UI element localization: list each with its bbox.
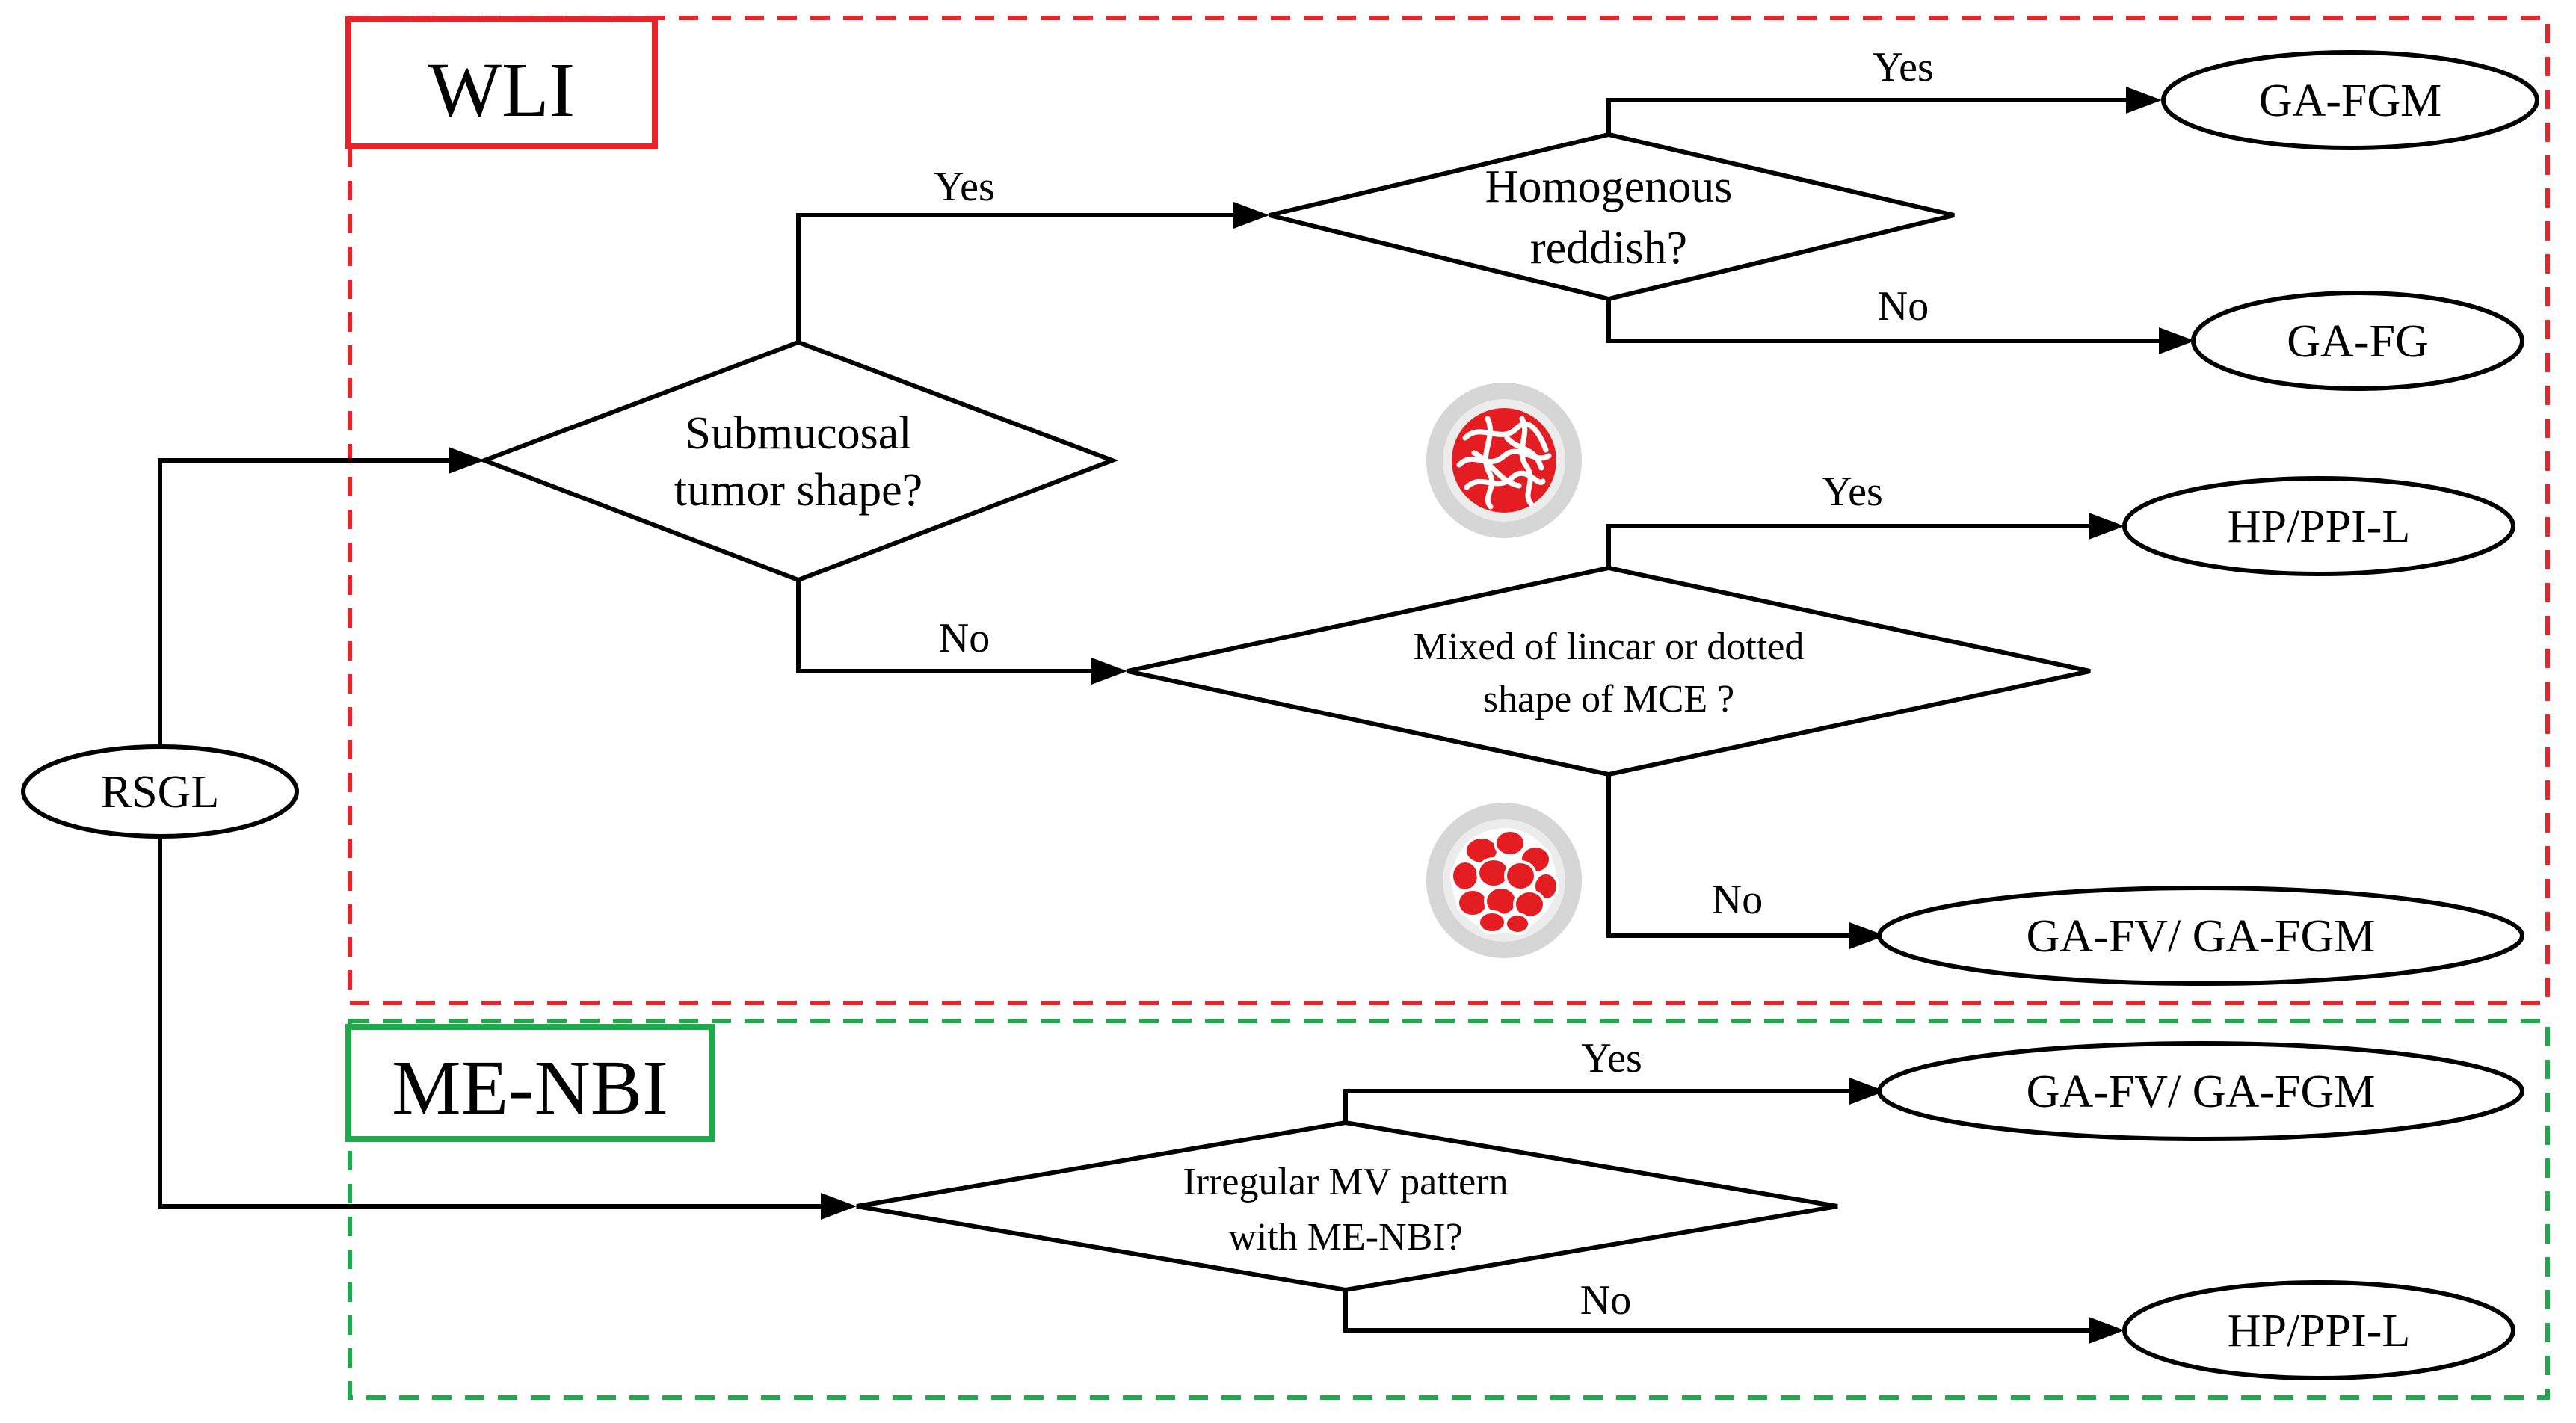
wli-label: WLI [428, 47, 575, 133]
edge-label-submucosal-no: No [939, 615, 990, 661]
homogenous-label-line1: Homogenous [1485, 161, 1733, 212]
mixed-label-line2: shape of MCE ? [1483, 678, 1734, 720]
wli-section-frame [348, 16, 2550, 1005]
rsgl-start-node [21, 744, 299, 839]
outcome-ga-fv-ga-fgm-menbi-label: GA-FV/ GA-FGM [2027, 1067, 2376, 1117]
edge-label-irregular-no: No [1580, 1277, 1631, 1324]
submucosal-label-line2: tumor shape? [674, 465, 922, 516]
irregular-label-line2: with ME-NBI? [1228, 1216, 1462, 1259]
irregular-decision [856, 1120, 1838, 1293]
outcome-ga-fv-ga-fgm-menbi [1877, 1041, 2524, 1141]
edge-label-mixed-no: No [1712, 877, 1763, 923]
edge-label-submucosal-yes: Yes [934, 164, 994, 210]
edge-label-irregular-yes: Yes [1581, 1035, 1642, 1081]
wli-label-box [345, 16, 658, 149]
homogenous-decision [1269, 132, 1955, 302]
outcome-hp-ppi-l-menbi-label: HP/PPI-L [2228, 1306, 2411, 1356]
mixed-label-line1: Mixed of lincar or dotted [1414, 626, 1805, 668]
outcome-ga-fgm-label: GA-FGM [2259, 75, 2442, 126]
outcome-ga-fgm [2161, 50, 2539, 150]
outcome-hp-ppi-l-wli [2122, 476, 2515, 576]
linear-mce-icon [1426, 383, 1582, 538]
rsgl-label: RSGL [101, 767, 219, 818]
dotted-mce-icon [1426, 803, 1582, 958]
edge-label-homogenous-no: No [1878, 283, 1929, 330]
outcome-ga-fv-ga-fgm-wli [1877, 886, 2524, 986]
outcome-ga-fv-ga-fgm-wli-label: GA-FV/ GA-FGM [2027, 911, 2376, 962]
menbi-section-frame [348, 1019, 2550, 1400]
homogenous-label-line2: reddish? [1530, 223, 1687, 274]
menbi-label: ME-NBI [392, 1045, 668, 1131]
edge-label-homogenous-yes: Yes [1873, 44, 1933, 90]
mixed-decision [1127, 565, 2091, 777]
outcome-hp-ppi-l-wli-label: HP/PPI-L [2228, 501, 2411, 552]
outcome-ga-fg [2191, 291, 2524, 391]
edge-label-mixed-yes: Yes [1822, 469, 1882, 515]
outcome-ga-fg-label: GA-FG [2287, 316, 2428, 367]
irregular-label-line1: Irregular MV pattern [1183, 1161, 1508, 1203]
submucosal-label-line1: Submucosal [685, 408, 911, 459]
connectors [158, 87, 2195, 1344]
outcome-hp-ppi-l-menbi [2122, 1280, 2515, 1380]
submucosal-decision [478, 339, 1119, 583]
menbi-label-box [345, 1024, 715, 1142]
